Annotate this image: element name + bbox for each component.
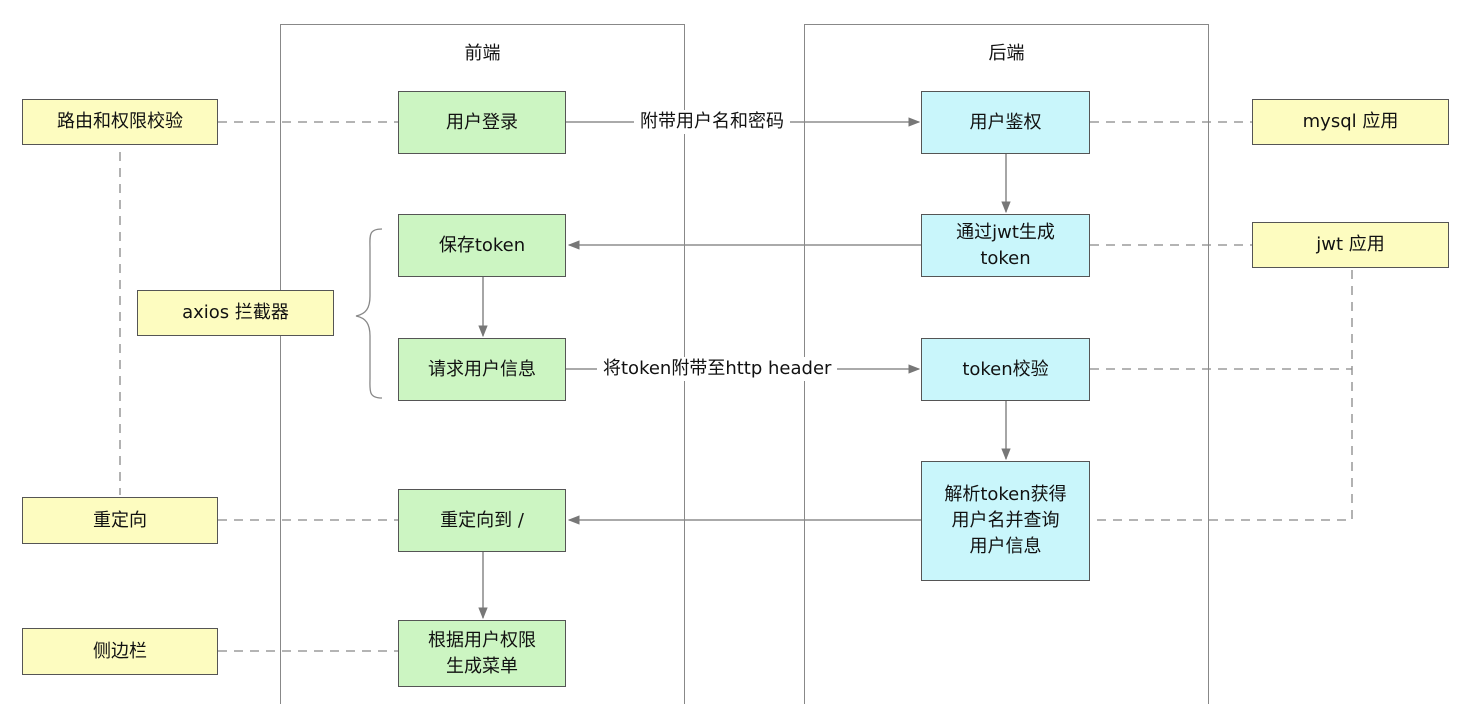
redirect-to-root-label: 重定向到 / (440, 509, 524, 531)
user-login-label: 用户登录 (446, 111, 518, 133)
request-user-info-node: 请求用户信息 (398, 338, 566, 401)
axios-interceptor-note: axios 拦截器 (137, 290, 334, 336)
request-user-info-label: 请求用户信息 (428, 358, 536, 380)
redirect-note: 重定向 (22, 497, 218, 544)
jwt-app-label: jwt 应用 (1316, 234, 1385, 255)
user-auth-node: 用户鉴权 (921, 91, 1090, 154)
redirect-to-root-node: 重定向到 / (398, 489, 566, 552)
sidebar-note-label: 侧边栏 (93, 640, 147, 662)
jwt-generate-token-label: 通过jwt生成 token (956, 221, 1055, 269)
route-permission-check-note: 路由和权限校验 (22, 99, 218, 145)
jwt-generate-token-node: 通过jwt生成 token (921, 214, 1090, 277)
axios-brace (355, 228, 383, 399)
frontend-lane-title: 前端 (464, 43, 501, 64)
save-token-node: 保存token (398, 214, 566, 277)
jwt-app-note: jwt 应用 (1252, 222, 1449, 268)
user-login-node: 用户登录 (398, 91, 566, 154)
save-token-label: 保存token (438, 234, 526, 256)
generate-menu-label: 根据用户权限 生成菜单 (428, 629, 536, 677)
backend-lane-title: 后端 (988, 43, 1025, 64)
redirect-note-label: 重定向 (93, 509, 147, 531)
axios-interceptor-label: axios 拦截器 (182, 302, 289, 323)
mysql-app-label: mysql 应用 (1302, 111, 1399, 132)
route-permission-check-label: 路由和权限校验 (57, 111, 183, 132)
token-check-node: token校验 (921, 338, 1090, 401)
parse-token-label: 解析token获得 用户名并查询 用户信息 (944, 484, 1067, 557)
user-auth-label: 用户鉴权 (969, 111, 1042, 133)
parse-token-node: 解析token获得 用户名并查询 用户信息 (921, 461, 1090, 581)
token-check-label: token校验 (962, 358, 1049, 380)
edge-label-token-header: 将token附带至http header (597, 357, 838, 381)
dashed-jwt-to-check-parse (1090, 270, 1353, 521)
sidebar-note: 侧边栏 (22, 628, 218, 675)
mysql-app-note: mysql 应用 (1252, 99, 1449, 145)
edge-label-credentials: 附带用户名和密码 (634, 110, 790, 134)
generate-menu-node: 根据用户权限 生成菜单 (398, 620, 566, 687)
